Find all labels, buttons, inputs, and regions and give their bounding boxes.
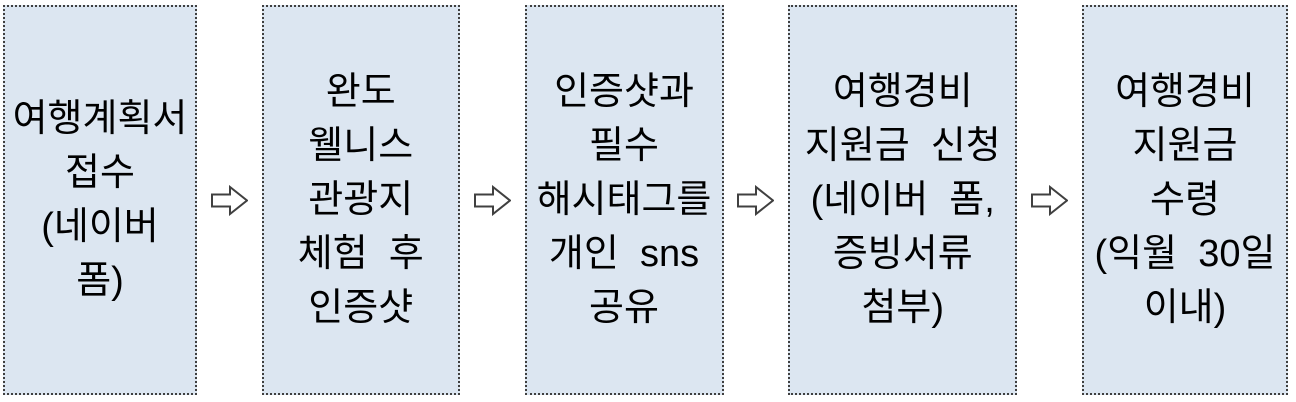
right-block-arrow-icon	[210, 184, 248, 216]
flow-step-2-text: 완도 웰니스 관광지 체험 후 인증샷	[297, 71, 424, 329]
flow-step-5: 여행경비 지원금 수령 (익월 30일 이내)	[1082, 5, 1288, 395]
flow-step-4: 여행경비 지원금 신청 (네이버 폼, 증빙서류 첨부)	[788, 5, 1018, 395]
right-block-arrow-icon	[473, 184, 511, 216]
flow-arrow-1	[197, 5, 262, 395]
flow-step-4-text: 여행경비 지원금 신청 (네이버 폼, 증빙서류 첨부)	[804, 71, 1001, 329]
right-block-arrow-icon	[1031, 184, 1069, 216]
flow-step-2: 완도 웰니스 관광지 체험 후 인증샷	[261, 5, 460, 395]
flow-arrow-3	[724, 5, 789, 395]
flow-arrow-4	[1017, 5, 1082, 395]
flow-step-1: 여행계획서 접수 (네이버 폼)	[3, 5, 197, 395]
flow-step-3: 인증샷과 필수 해시태그를 개인 sns 공유	[524, 5, 724, 395]
flow-arrow-2	[460, 5, 525, 395]
flow-step-1-text: 여행계획서 접수 (네이버 폼)	[12, 98, 188, 302]
flow-step-5-text: 여행경비 지원금 수령 (익월 30일 이내)	[1094, 71, 1276, 329]
flow-step-3-text: 인증샷과 필수 해시태그를 개인 sns 공유	[536, 71, 712, 329]
right-block-arrow-icon	[737, 184, 775, 216]
